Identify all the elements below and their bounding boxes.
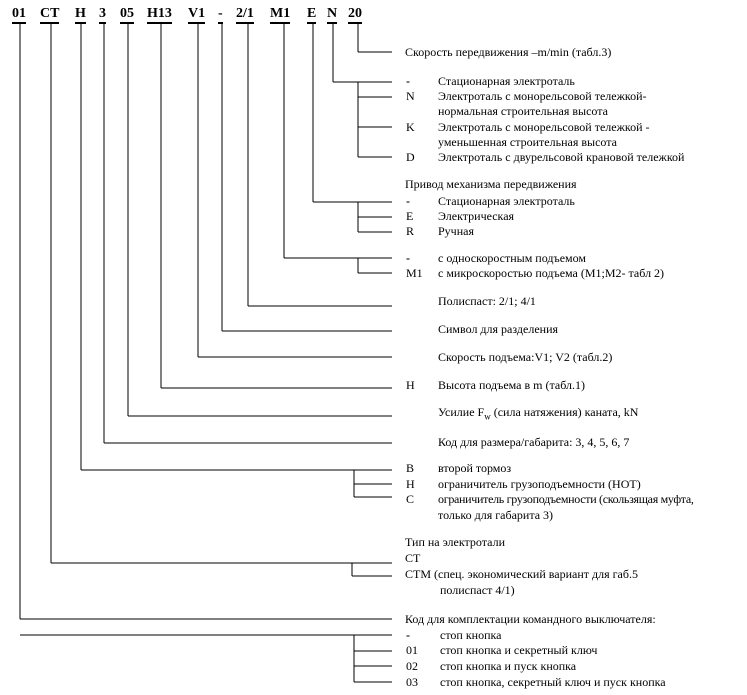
hoist-type-text-3: Электроталь с монорельсовой тележкой -	[438, 120, 650, 134]
code-05: 05	[120, 6, 134, 24]
brake-key-2: C	[406, 492, 415, 506]
lift-mode-text-0: с односкоростным подъемом	[438, 251, 586, 265]
code-20: 20	[348, 6, 362, 24]
travel-drive-text-1: Электрическая	[438, 209, 515, 223]
brake-text-1: ограничитель грузоподъемности (НОТ)	[438, 477, 641, 491]
lift-height-key: H	[406, 378, 415, 392]
code-2-1: 2/1	[236, 6, 254, 24]
hoist-kind-title: Тип на электротали	[405, 535, 506, 549]
control-key-1: 01	[406, 643, 418, 657]
hoist-type-key-3: K	[406, 120, 415, 134]
hoist-type-text-5: Электроталь с двурельсовой крановой теле…	[438, 150, 685, 164]
control-key-2: 02	[406, 659, 418, 673]
brake-text-3: только для габарита 3)	[438, 508, 554, 522]
hoist-type-text-1: Электроталь с монорельсовой тележкой-	[438, 89, 647, 103]
hoist-type-text-0: Стационарная электроталь	[438, 74, 575, 88]
hoist-type-text-2: нормальная строительная высота	[438, 104, 608, 118]
code-h13: H13	[147, 6, 172, 24]
travel-drive-key-1: E	[406, 209, 414, 223]
travel-drive-key-0: -	[406, 194, 410, 208]
control-text-2: стоп кнопка и пуск кнопка	[440, 659, 577, 673]
speed-label: Скорость передвижения –m/min (табл.3)	[405, 45, 612, 59]
control-text-0: стоп кнопка	[440, 628, 502, 642]
rope-force-post: (сила натяжения) каната, kN	[490, 405, 639, 419]
rope-force-sub: w	[484, 411, 491, 422]
rope-force-pre: Усилие F	[438, 405, 485, 419]
brake-key-0: B	[406, 461, 415, 475]
code-01: 01	[12, 6, 26, 24]
code-h: H	[75, 6, 86, 24]
control-key-0: -	[406, 628, 410, 642]
code-ct: CT	[40, 6, 60, 24]
size-code-label: Код для размера/габарита: 3, 4, 5, 6, 7	[438, 435, 630, 449]
hoist-type-text-4: уменьшенная строительная высота	[438, 135, 617, 149]
lift-mode-key-0: -	[406, 251, 410, 265]
lift-height-label: Высота подъема в m (табл.1)	[438, 378, 586, 392]
code-3: 3	[99, 6, 106, 24]
separator-label: Символ для разделения	[438, 322, 559, 336]
lift-speed-label: Скорость подъема:V1; V2 (табл.2)	[438, 350, 613, 364]
travel-drive-title: Привод механизма передвижения	[405, 177, 577, 191]
control-text-1: стоп кнопка и секретный ключ	[440, 643, 598, 657]
hoist-type-key-0: -	[406, 74, 410, 88]
lift-mode-text-1: с микроскоростью подъема (M1;M2- табл 2)	[438, 266, 665, 280]
lift-mode-key-1: M1	[406, 266, 423, 280]
travel-drive-text-0: Стационарная электроталь	[438, 194, 575, 208]
rope-force-label: Усилие Fw (сила натяжения) каната, kN	[438, 405, 638, 423]
brake-text-0: второй тормоз	[438, 461, 512, 475]
code-v1: V1	[188, 6, 206, 24]
hoist-kind-text-2: полиспаст 4/1)	[440, 583, 515, 597]
travel-drive-key-2: R	[406, 224, 415, 238]
brake-key-1: H	[406, 477, 415, 491]
code-dash: -	[218, 6, 223, 24]
travel-drive-text-2: Ручная	[438, 224, 474, 238]
pulley-label: Полиспаст: 2/1; 4/1	[438, 294, 536, 308]
hoist-type-key-1: N	[406, 89, 415, 103]
hoist-type-key-5: D	[406, 150, 415, 164]
code-m1: M1	[270, 6, 291, 24]
brake-text-2: ограничитель грузоподъемности (скользяща…	[438, 492, 694, 506]
code-e: E	[307, 6, 317, 24]
control-key-3: 03	[406, 675, 418, 689]
hoist-kind-text-0: CT	[405, 551, 421, 565]
code-n: N	[327, 6, 338, 24]
control-text-3: стоп кнопка, секретный ключ и пуск кнопк…	[440, 675, 666, 689]
control-title: Код для комплектации командного выключат…	[405, 612, 656, 626]
hoist-kind-text-1: CTM (спец. экономический вариант для габ…	[405, 567, 638, 581]
